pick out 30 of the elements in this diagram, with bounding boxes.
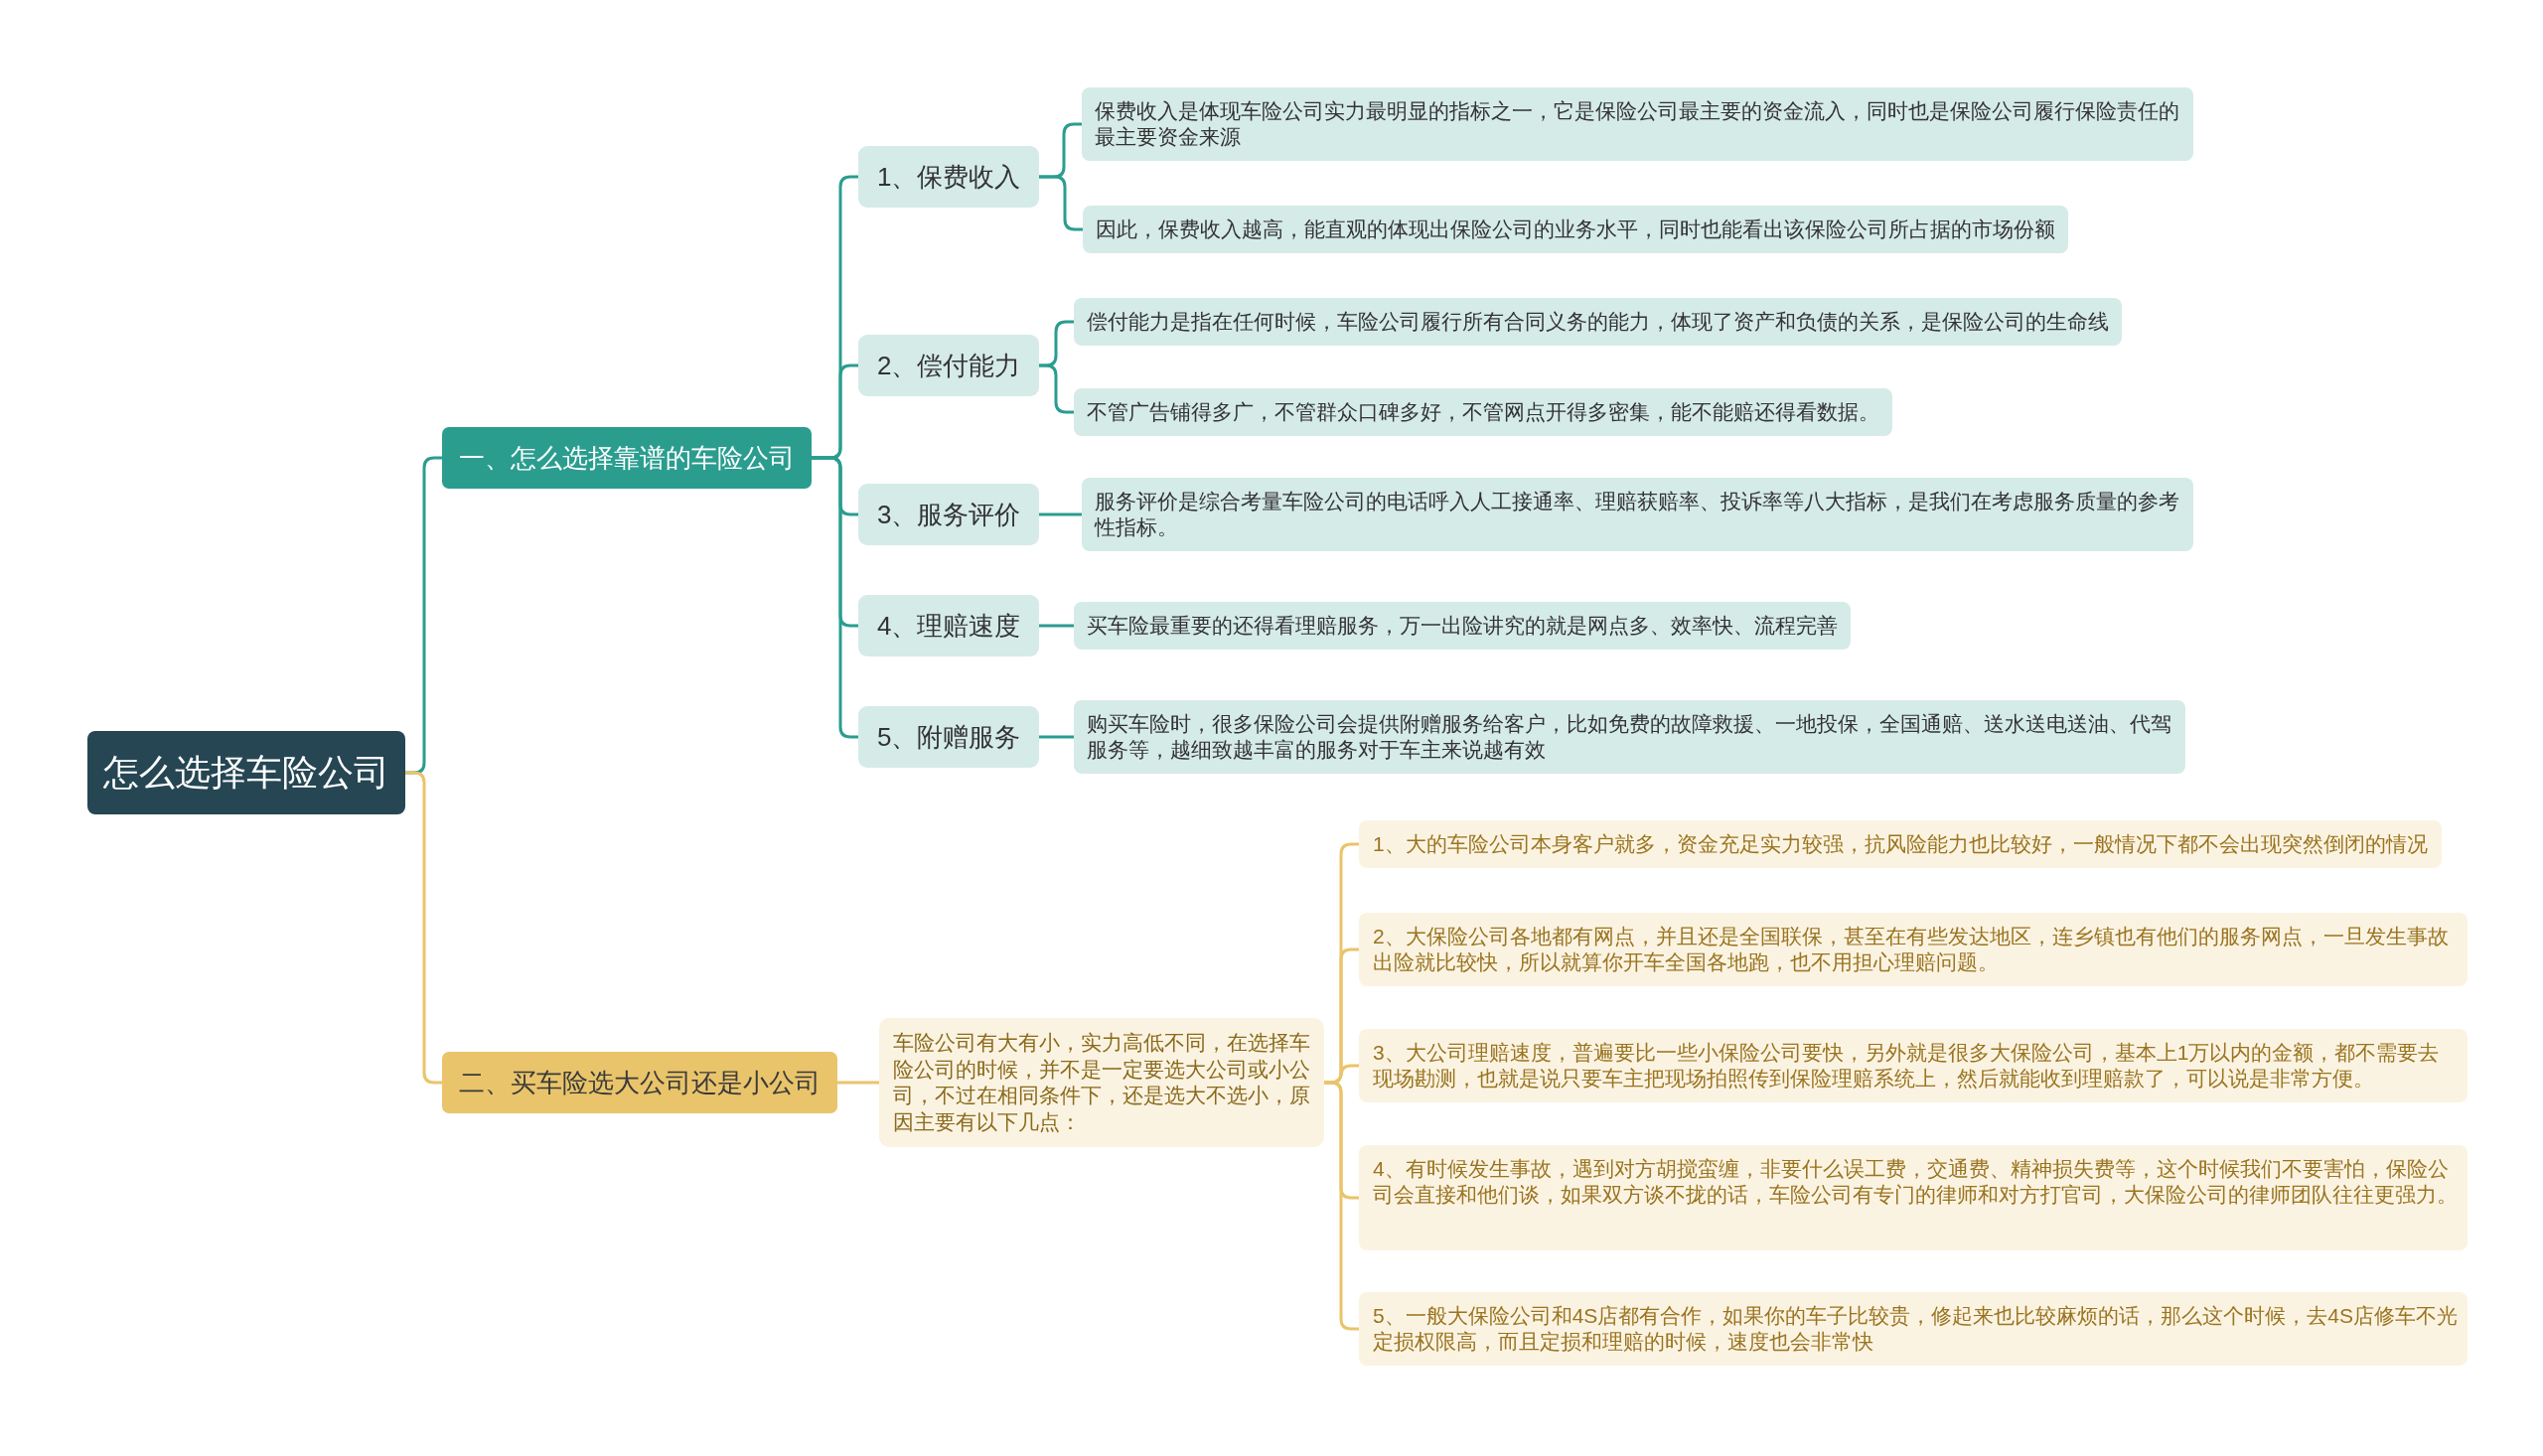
note-box: 1、大的车险公司本身客户就多，资金充足实力较强，抗风险能力也比较好，一般情况下都不会出现突然倒闭的情况 [1359,820,2442,868]
note-box: 购买车险时，很多保险公司会提供附赠服务给客户，比如免费的故障救援、一地投保，全国通赔、送水送电送油、代驾服务等，越细致越丰富的服务对于车主来说越有效 [1074,700,2185,774]
connector-line [1039,364,1074,414]
subtopic-box: 4、理赔速度 [858,595,1040,656]
note-box: 2、大保险公司各地都有网点，并且还是全国联保，甚至在有些发达地区，连乡镇也有他们的服务网点，一旦发生事故出险就比较快，所以就算你开车全国各地跑，也不用担心理赔问题。 [1359,913,2468,986]
subtopic-box: 5、附赠服务 [858,706,1040,768]
note-box: 买车险最重要的还得看理赔服务，万一出险讲究的就是网点多、效率快、流程完善 [1074,602,1851,650]
subtopic-box: 3、服务评价 [858,484,1040,545]
note-box: 保费收入是体现车险公司实力最明显的指标之一，它是保险公司最主要的资金流入，同时也是保险公司履行保险责任的最主要资金来源 [1082,87,2193,161]
branch-topic-box: 二、买车险选大公司还是小公司 [442,1052,837,1113]
note-box: 因此，保费收入越高，能直观的体现出保险公司的业务水平，同时也能看出该保险公司所占据的市场份额 [1083,206,2068,253]
connector-line [405,771,442,1085]
note-box: 4、有时候发生事故，遇到对方胡搅蛮缠，非要什么误工费，交通费、精神损失费等，这个时候我们不要害怕，保险公司会直接和他们谈，如果双方谈不拢的话，车险公司有专门的律师和对方打官司，大保险公司的律师团队往往更强力。 [1359,1145,2468,1250]
connector-line [1324,1081,1359,1331]
connector-line [837,1081,879,1085]
branch-topic-box: 一、怎么选择靠谱的车险公司 [442,427,812,489]
connector-line [1039,624,1074,628]
connector-line [1039,175,1083,231]
note-box: 车险公司有大有小，实力高低不同，在选择车险公司的时候，并不是一定要选大公司或小公司，不过在相同条件下，还是选大不选小，原因主要有以下几点： [879,1018,1324,1147]
note-box: 3、大公司理赔速度，普遍要比一些小保险公司要快，另外就是很多大保险公司，基本上1万以内的金额，都不需要去现场勘测，也就是说只要车主把现场拍照传到保险理赔系统上，然后就能收到理赔款了，可以说是非常方便。 [1359,1029,2468,1102]
connector-line [1039,512,1082,516]
note-box: 服务评价是综合考量车险公司的电话呼入人工接通率、理赔获赔率、投诉率等八大指标，是我们在考虑服务质量的参考性指标。 [1082,478,2193,551]
subtopic-box: 2、偿付能力 [858,335,1040,396]
note-box: 偿付能力是指在任何时候，车险公司履行所有合同义务的能力，体现了资产和负债的关系，是保险公司的生命线 [1074,298,2122,346]
note-box: 不管广告铺得多广，不管群众口碑多好，不管网点开得多密集，能不能赔还得看数据。 [1074,388,1892,436]
connector-line [812,456,858,739]
note-box: 5、一般大保险公司和4S店都有合作，如果你的车子比较贵，修起来也比较麻烦的话，那么这个时候，去4S店修车不光定损权限高，而且定损和理赔的时候，速度也会非常快 [1359,1292,2468,1366]
central-topic-box: 怎么选择车险公司 [87,731,405,814]
subtopic-box: 1、保费收入 [858,146,1040,208]
connector-line [1039,735,1074,739]
